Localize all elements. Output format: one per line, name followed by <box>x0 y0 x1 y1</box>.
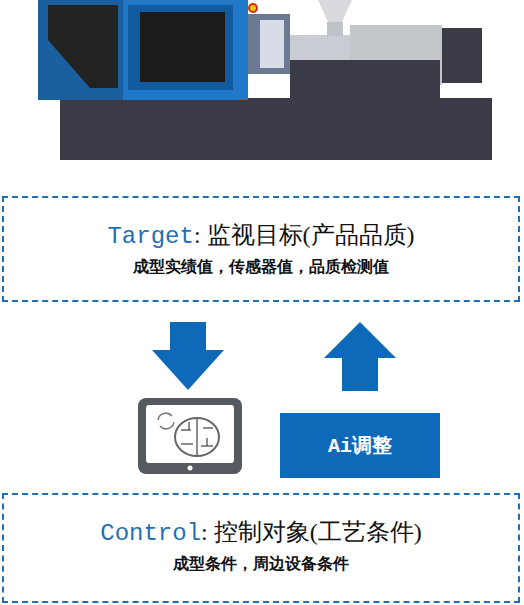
clamp-unit <box>38 0 248 100</box>
cycle-icon <box>158 413 174 429</box>
monitor-button <box>188 466 193 471</box>
clamp-window <box>48 5 118 88</box>
heading-keyword: Target <box>107 223 193 250</box>
heading-text: : 监视目标(产品品质) <box>194 222 415 248</box>
monitor-screen <box>146 405 234 463</box>
motor <box>442 28 482 83</box>
nozzle-window <box>260 20 284 68</box>
brain-icon <box>175 418 219 456</box>
brain-lines <box>181 419 213 455</box>
heading-keyword: Control <box>100 520 201 547</box>
down-arrow <box>152 322 224 390</box>
body-text: 成型实绩值，传感器值，品质检测值 <box>12 256 510 278</box>
hopper-neck <box>327 22 343 36</box>
heading-line: Control: 控制对象(工艺条件) <box>12 517 510 549</box>
heading-text: : 控制对象(工艺条件) <box>201 519 422 545</box>
box-label: Ai调整 <box>328 432 392 459</box>
hopper <box>318 0 352 22</box>
door-window <box>140 12 225 82</box>
lamp <box>249 4 257 12</box>
block-arrow <box>324 322 396 391</box>
barrel <box>290 35 350 60</box>
heading-line: Target: 监视目标(产品品质) <box>12 220 510 252</box>
nozzle-plate <box>248 14 290 74</box>
dashed-panel: Control: 控制对象(工艺条件) 成型条件，周边设备条件 <box>2 493 520 603</box>
clamp-panel <box>38 0 123 100</box>
monitor-icon <box>138 398 242 474</box>
body-text: 成型条件，周边设备条件 <box>12 553 510 575</box>
door <box>128 5 233 90</box>
dashed-panel: Target: 监视目标(产品品质) 成型实绩值，传感器值，品质检测值 <box>2 196 520 302</box>
machine-base <box>60 98 492 160</box>
process-box: Ai调整 <box>280 413 440 478</box>
injection-base <box>290 60 440 98</box>
